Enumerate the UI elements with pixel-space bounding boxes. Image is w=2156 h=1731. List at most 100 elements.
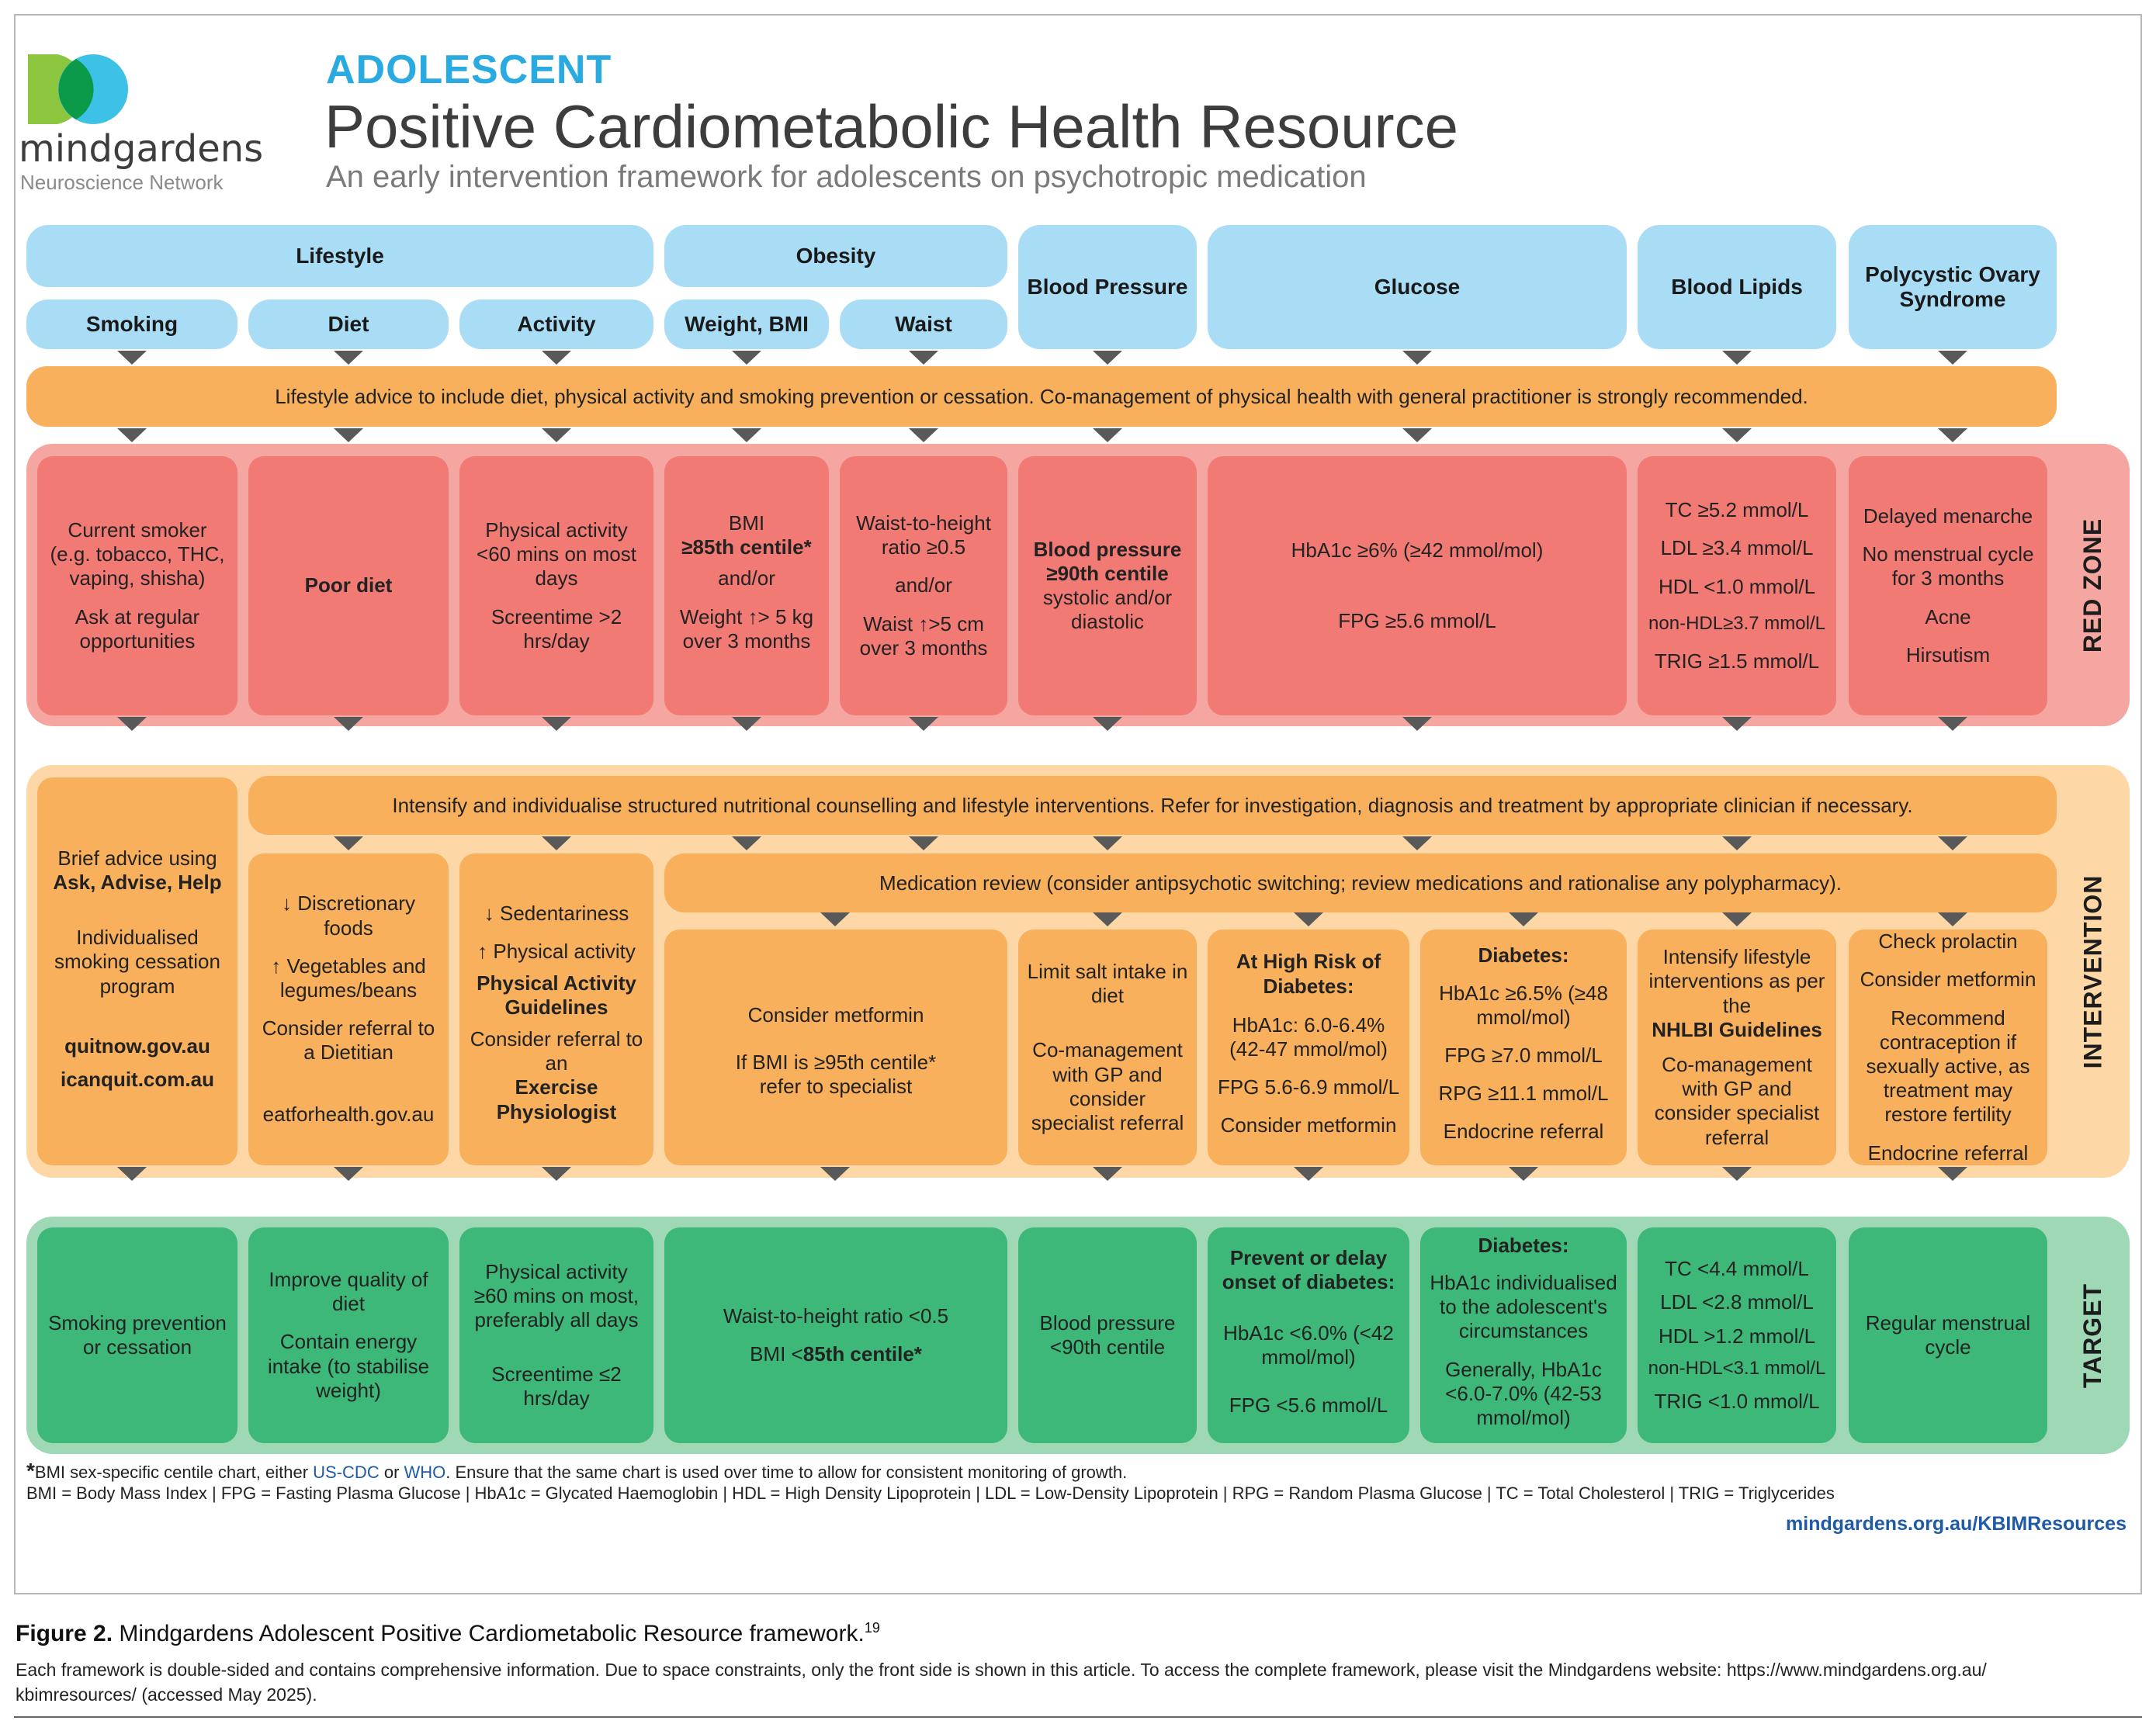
header-diet: Diet [248,299,449,349]
arrow-down-icon [334,836,363,850]
arrow-down-icon [117,428,147,442]
arrow-down-icon [820,912,850,926]
arrow-down-icon [1722,717,1752,731]
arrow-down-icon [1093,717,1122,731]
resources-link[interactable]: mindgardens.org.au/KBIMResources [1786,1513,2127,1535]
header-obesity: Obesity [664,225,1007,287]
page-title: Positive Cardiometabolic Health Resource [324,92,1459,161]
arrow-down-icon [542,717,571,731]
arrow-down-icon [1722,1167,1752,1181]
arrow-down-icon [1938,428,1967,442]
header-smoking: Smoking [26,299,237,349]
header-glucose: Glucose [1208,225,1627,349]
target-label: TARGET [2078,1283,2107,1388]
logo-name: mindgardens [19,127,264,171]
intervention-activity: ↓ Sedentariness↑ Physical activity Physi… [459,853,653,1165]
us-cdc-link[interactable]: US-CDC [313,1463,380,1482]
lifestyle-advice-bar: Lifestyle advice to include diet, physic… [26,366,2057,427]
logo-subtitle: Neuroscience Network [20,171,224,194]
who-link[interactable]: WHO [404,1463,446,1482]
intervention-bar-nutrition: Intensify and individualise structured n… [248,776,2057,835]
arrow-down-icon [1294,912,1323,926]
target-obesity: Waist-to-height ratio <0.5 BMI <85th cen… [664,1227,1007,1443]
arrow-down-icon [1938,1167,1967,1181]
intervention-blood-lipids: Intensify lifestyle interventions as per… [1638,930,1836,1165]
arrow-down-icon [542,1167,571,1181]
arrow-down-icon [334,1167,363,1181]
arrow-down-icon [1402,717,1432,731]
arrow-down-icon [334,717,363,731]
arrow-down-icon [1093,836,1122,850]
arrow-down-icon [1402,428,1432,442]
arrow-down-icon [909,836,938,850]
red-glucose: HbA1c ≥6% (≥42 mmol/mol)FPG ≥5.6 mmol/L [1208,456,1627,715]
arrow-down-icon [1938,717,1967,731]
header-lifestyle: Lifestyle [26,225,653,287]
header-activity: Activity [459,299,653,349]
header-weight-bmi: Weight, BMI [664,299,829,349]
figure-caption-body: Each framework is double-sided and conta… [16,1660,1987,1705]
arrow-down-icon [1294,1167,1323,1181]
arrow-down-icon [542,428,571,442]
figure-caption: Figure 2. Mindgardens Adolescent Positiv… [16,1620,880,1646]
arrow-down-icon [542,836,571,850]
red-smoking: Current smoker (e.g. tobacco, THC, vapin… [37,456,237,715]
red-diet: Poor diet [248,456,449,715]
arrow-down-icon [732,428,761,442]
arrow-down-icon [1938,912,1967,926]
intervention-bar-medication: Medication review (consider antipsychoti… [664,853,2057,912]
target-diabetes: Diabetes:HbA1c individualised to the ado… [1420,1227,1627,1443]
arrow-down-icon [909,351,938,365]
target-blood-pressure: Blood pressure <90th centile [1018,1227,1197,1443]
arrow-down-icon [1722,428,1752,442]
arrow-down-icon [1093,912,1122,926]
arrow-down-icon [117,1167,147,1181]
arrow-down-icon [732,717,761,731]
arrow-down-icon [909,717,938,731]
intervention-high-risk-diabetes: At High Risk of Diabetes:HbA1c: 6.0-6.4%… [1208,930,1409,1165]
arrow-down-icon [820,1167,850,1181]
arrow-down-icon [1402,351,1432,365]
target-smoking: Smoking prevention or cessation [37,1227,237,1443]
target-activity: Physical activity ≥60 mins on most, pref… [459,1227,653,1443]
intervention-diet: ↓ Discretionary foods↑ Vegetables and le… [248,853,449,1165]
arrow-down-icon [1722,351,1752,365]
footnote-bmi: *BMI sex-specific centile chart, either … [26,1459,1128,1483]
arrow-down-icon [1509,912,1538,926]
arrow-down-icon [909,428,938,442]
header-waist: Waist [840,299,1007,349]
arrow-down-icon [1509,1167,1538,1181]
header-pcos: Polycystic Ovary Syndrome [1849,225,2057,349]
arrow-down-icon [1722,912,1752,926]
arrow-down-icon [1093,351,1122,365]
arrow-down-icon [334,351,363,365]
intervention-diabetes: Diabetes:HbA1c ≥6.5% (≥48 mmol/mol) FPG … [1420,930,1627,1165]
arrow-down-icon [1093,1167,1122,1181]
bottom-rule [14,1716,2142,1718]
arrow-down-icon [1093,428,1122,442]
arrow-down-icon [1722,836,1752,850]
target-pcos: Regular menstrual cycle [1849,1227,2047,1443]
header-blood-pressure: Blood Pressure [1018,225,1197,349]
red-zone-label: RED ZONE [2078,518,2107,653]
arrow-down-icon [732,351,761,365]
arrow-down-icon [1938,836,1967,850]
arrow-down-icon [334,428,363,442]
arrow-down-icon [542,351,571,365]
arrow-down-icon [1938,351,1967,365]
arrow-down-icon [732,836,761,850]
footnote-abbreviations: BMI = Body Mass Index | FPG = Fasting Pl… [26,1483,1835,1503]
mindgardens-logo-icon [28,54,128,124]
arrow-down-icon [117,717,147,731]
page-subtitle: An early intervention framework for adol… [326,160,1367,194]
title-eyebrow: ADOLESCENT [326,47,612,92]
